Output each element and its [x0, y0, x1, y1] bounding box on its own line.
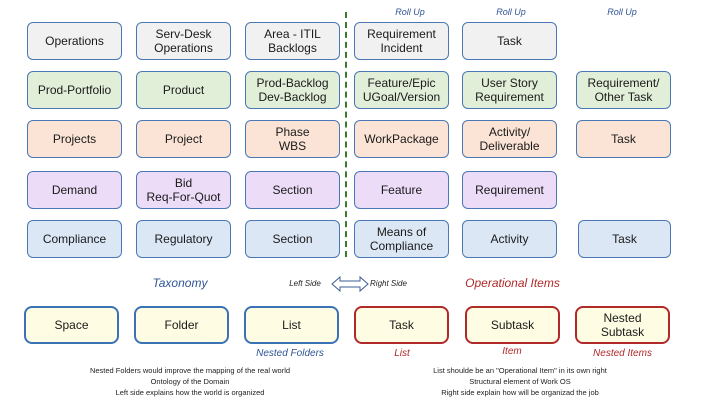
note-left-3: Left side explains how the world is orga…: [115, 388, 265, 397]
box-prod-dev-backlog: Prod-Backlog Dev-Backlog: [245, 71, 340, 109]
box-task-operations: Task: [462, 22, 557, 60]
double-arrow-icon: [331, 275, 369, 293]
box-folder: Folder: [134, 306, 229, 344]
box-task: Task: [354, 306, 449, 344]
box-workpackage: WorkPackage: [354, 120, 449, 158]
operational-items-label: Operational Items: [465, 276, 560, 290]
box-bid-req-for-quot: Bid Req-For-Quot: [136, 171, 231, 209]
box-feature-epic: Feature/Epic UGoal/Version: [354, 71, 449, 109]
item-caption: Item: [502, 346, 522, 357]
box-area-itil-backlogs: Area - ITIL Backlogs: [245, 22, 340, 60]
note-left-1: Nested Folders would improve the mapping…: [89, 366, 291, 375]
box-task-projects: Task: [576, 120, 671, 158]
box-requirement: Requirement: [462, 171, 557, 209]
rollup-label-2: Roll Up: [496, 7, 526, 17]
box-compliance: Compliance: [27, 220, 122, 258]
note-left-2: Ontology of the Domain: [150, 377, 230, 386]
list-caption: List: [394, 348, 410, 359]
box-demand: Demand: [27, 171, 122, 209]
box-operations: Operations: [27, 22, 122, 60]
box-list: List: [244, 306, 339, 344]
box-projects: Projects: [27, 120, 122, 158]
note-right-1: List shoulde be an "Operational Item" in…: [433, 366, 607, 375]
rollup-label-1: Roll Up: [395, 7, 425, 17]
side-divider: [345, 12, 347, 257]
box-space: Space: [24, 306, 119, 344]
nested-folders-caption: Nested Folders: [256, 348, 324, 359]
nested-items-caption: Nested Items: [593, 348, 652, 359]
right-side-label: Right Side: [370, 279, 407, 288]
box-means-of-compliance: Means of Compliance: [354, 220, 449, 258]
box-requirement-incident: Requirement Incident: [354, 22, 449, 60]
rollup-label-3: Roll Up: [607, 7, 637, 17]
box-product: Product: [136, 71, 231, 109]
box-feature: Feature: [354, 171, 449, 209]
note-right-2: Structural element of Work OS: [469, 377, 571, 386]
box-nested-subtask: Nested Subtask: [575, 306, 670, 344]
box-subtask: Subtask: [465, 306, 560, 344]
box-prod-portfolio: Prod-Portfolio: [27, 71, 122, 109]
box-requirement-other-task: Requirement/ Other Task: [576, 71, 671, 109]
box-task-compliance: Task: [578, 220, 671, 258]
box-activity: Activity: [462, 220, 557, 258]
left-side-label: Left Side: [289, 279, 321, 288]
box-section-compliance: Section: [245, 220, 340, 258]
taxonomy-label: Taxonomy: [152, 276, 208, 290]
box-section-demand: Section: [245, 171, 340, 209]
box-user-story: User Story Requirement: [462, 71, 557, 109]
box-serv-desk-operations: Serv-Desk Operations: [136, 22, 231, 60]
box-phase-wbs: Phase WBS: [245, 120, 340, 158]
box-activity-deliverable: Activity/ Deliverable: [462, 120, 557, 158]
box-project: Project: [136, 120, 231, 158]
note-right-3: Right side explain how will be organizad…: [441, 388, 599, 397]
box-regulatory: Regulatory: [136, 220, 231, 258]
